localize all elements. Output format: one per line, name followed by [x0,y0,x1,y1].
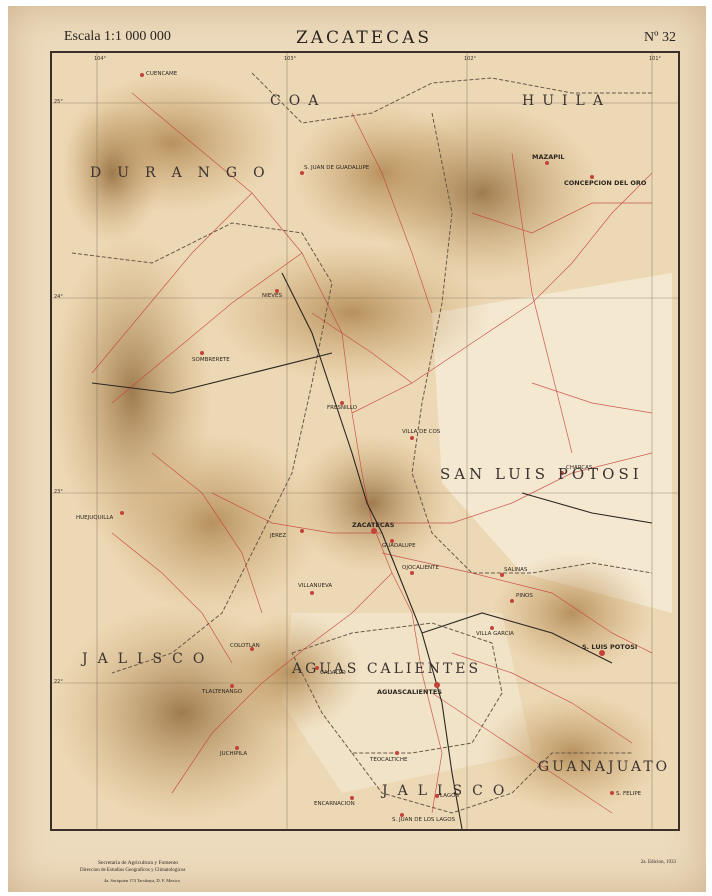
region-coahuila-right: HUILA [522,93,611,109]
region-san-luis-potosi: SAN LUIS POTOSI [440,465,643,483]
map-scale: Escala 1:1 000 000 [64,29,171,44]
latitude-label: 25° [54,99,63,105]
town-label[interactable]: OJOCALIENTE [402,565,439,571]
town-label[interactable]: ZACATECAS [352,521,395,529]
town-label[interactable]: NIEVES [262,293,282,299]
town-label[interactable]: ENCARNACION [314,801,355,807]
latitude-label: 24° [54,294,63,300]
town-label[interactable]: VILLA DE COS [402,429,441,435]
town-label[interactable]: TLALTENANGO [202,689,243,695]
town-label[interactable]: JUCHIPILA [220,751,248,757]
longitude-label: 102° [464,56,477,62]
town-label[interactable]: CUENCAME [146,71,178,77]
edition-label: 2a. Edicion, 1933 [640,860,676,865]
region-jalisco-south: JALISCO [382,783,515,799]
town-label[interactable]: JEREZ [270,533,287,539]
town-label[interactable]: VILLANUEVA [298,583,333,589]
town-label[interactable]: FRESNILLO [327,405,357,411]
town-label[interactable]: SOMBRERETE [192,357,230,363]
town-label[interactable]: PINOS [516,593,533,599]
town-label[interactable]: HUEJUQUILLA [76,515,114,521]
map-canvas [52,53,678,829]
town-label[interactable]: LAGOS [440,793,459,799]
town-label[interactable]: COLOTLAN [230,643,260,649]
roads [91,92,653,814]
graticule [52,53,678,829]
town-label[interactable]: S. JUAN DE GUADALUPE [304,165,370,171]
sheet-number: Nº 32 [644,30,676,45]
town-label[interactable]: S. LUIS POTOSI [582,643,638,651]
region-durango: DURANGO [90,165,281,181]
department-line: Direccion de Estudios Geograficos y Clim… [80,868,186,873]
state-boundaries [71,72,653,814]
longitude-label: 104° [94,56,107,62]
town-label[interactable]: CALVILLO [320,670,346,676]
region-coahuila-left: COA [270,93,327,109]
town-label[interactable]: VILLA GARCIA [476,631,514,637]
region-guanajuato: GUANAJUATO [538,759,671,775]
town-label[interactable]: CHARCAS [566,465,593,471]
terrain-relief [52,73,662,823]
town-label[interactable]: GUADALUPE [382,543,416,549]
publisher-line: Secretaria de Agricultura y Fomento [98,860,179,866]
town-label[interactable]: MAZAPIL [532,153,565,161]
town-label[interactable]: SALINAS [504,567,528,573]
longitude-label: 103° [284,56,297,62]
town-label[interactable]: TEOCALTICHE [370,757,408,763]
map-area[interactable]: 104° 103° 102° 101° 25° 24° 23° 22° COA … [50,51,680,831]
town-label[interactable]: S. FELIPE [616,791,642,797]
latitude-label: 23° [54,489,63,495]
town-label[interactable]: S. JUAN DE LOS LAGOS [392,817,456,823]
address-line: 4a. Soriquien 174 Tacubaya, D. F. Mexico [104,878,180,883]
longitude-label: 101° [649,56,662,62]
latitude-label: 22° [54,679,63,685]
town-label[interactable]: AGUASCALIENTES [377,688,442,696]
town-markers [120,73,614,817]
town-label[interactable]: CONCEPCION DEL ORO [564,179,647,187]
map-title: ZACATECAS [295,28,433,48]
region-aguascalientes: AGUAS CALIENTES [292,661,482,677]
railways [91,272,653,829]
region-jalisco-west: JALISCO [82,651,215,667]
